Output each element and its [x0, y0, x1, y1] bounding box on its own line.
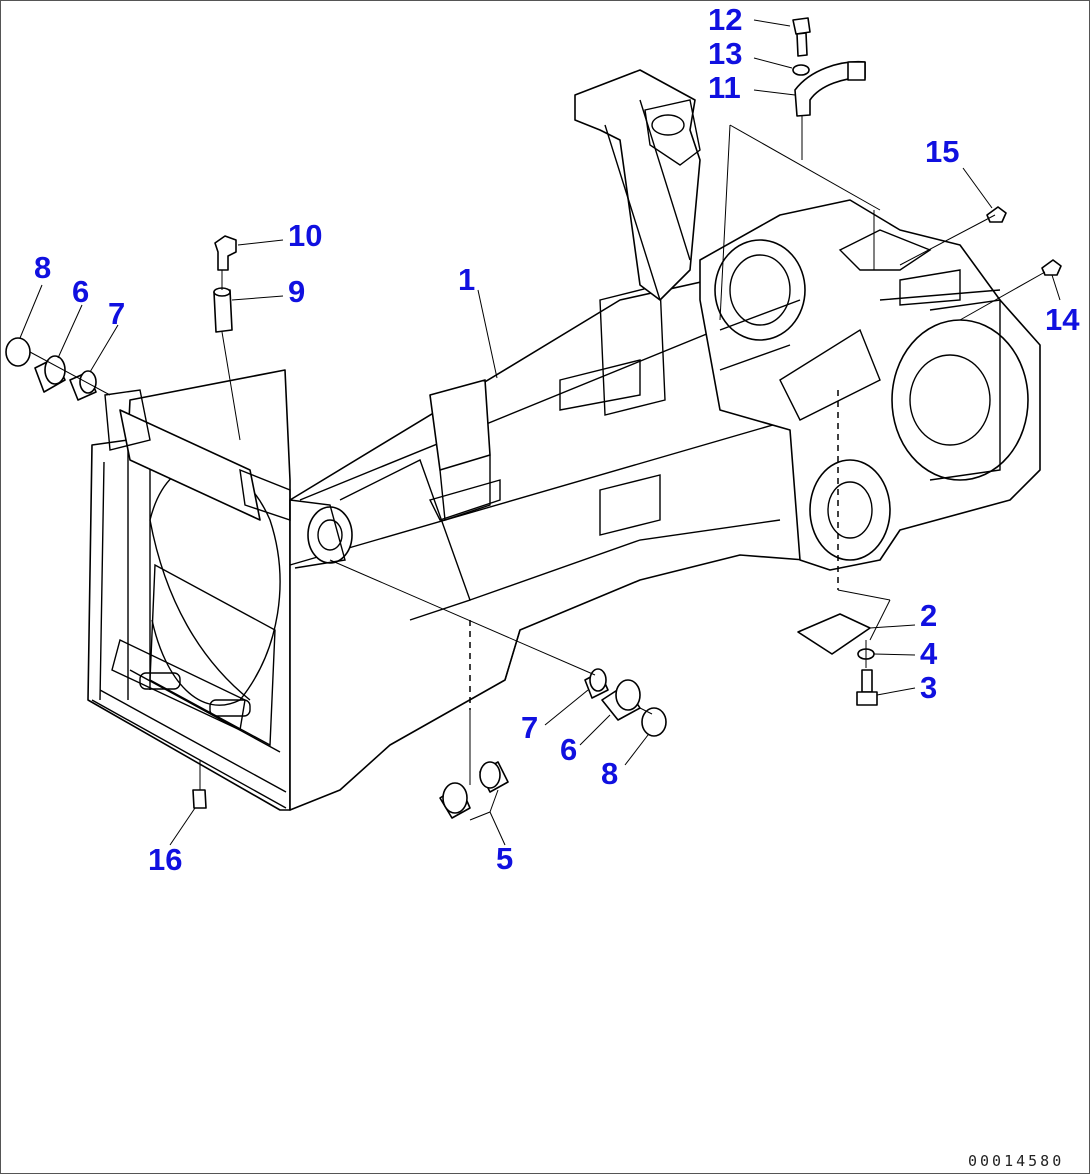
part-16-plug — [192, 789, 207, 809]
callout-6-left: 6 — [72, 274, 89, 309]
part-6-bushing-right — [601, 679, 641, 721]
callout-10: 10 — [288, 218, 322, 253]
part-10-elbow-fitting — [214, 235, 237, 271]
leader-lines — [19, 19, 1061, 846]
part-13-washer — [792, 64, 810, 76]
part-15-plug — [986, 206, 1007, 223]
part-11-clamp — [794, 60, 866, 117]
callout-16: 16 — [148, 842, 182, 877]
document-number: 00014580 — [968, 1152, 1064, 1170]
callout-2: 2 — [920, 598, 937, 633]
part-12-bolt — [792, 17, 811, 57]
callout-11: 11 — [708, 70, 741, 105]
part-8-o-ring-left — [5, 337, 31, 367]
callout-14: 14 — [1045, 302, 1080, 337]
callout-8-left: 8 — [34, 250, 51, 285]
callout-4: 4 — [920, 636, 938, 671]
callout-8-right: 8 — [601, 756, 618, 791]
part-5-bushings — [439, 761, 509, 819]
part-8-o-ring-right — [641, 707, 667, 737]
part-7-bushing-right — [584, 668, 609, 699]
callout-6-right: 6 — [560, 732, 577, 767]
callout-1: 1 — [458, 262, 475, 297]
part-9-adapter — [213, 287, 233, 333]
callout-3: 3 — [920, 670, 937, 705]
callout-15: 15 — [925, 134, 959, 169]
callout-7-right: 7 — [521, 710, 538, 745]
callout-12: 12 — [708, 2, 742, 37]
assembly-lines — [29, 116, 1046, 790]
callout-7-left: 7 — [108, 296, 125, 331]
part-2-cover — [797, 613, 871, 655]
callouts: 12 13 11 15 14 10 9 1 8 6 7 2 4 3 7 6 8 … — [34, 2, 1080, 877]
callout-13: 13 — [708, 36, 742, 71]
part-14-plug — [1041, 259, 1062, 276]
callout-9: 9 — [288, 274, 305, 309]
main-frame — [87, 69, 1041, 811]
part-6-bushing-left — [34, 355, 66, 393]
part-7-bushing-left — [69, 370, 97, 401]
part-3-bolt — [856, 669, 878, 706]
callout-5: 5 — [496, 841, 513, 876]
